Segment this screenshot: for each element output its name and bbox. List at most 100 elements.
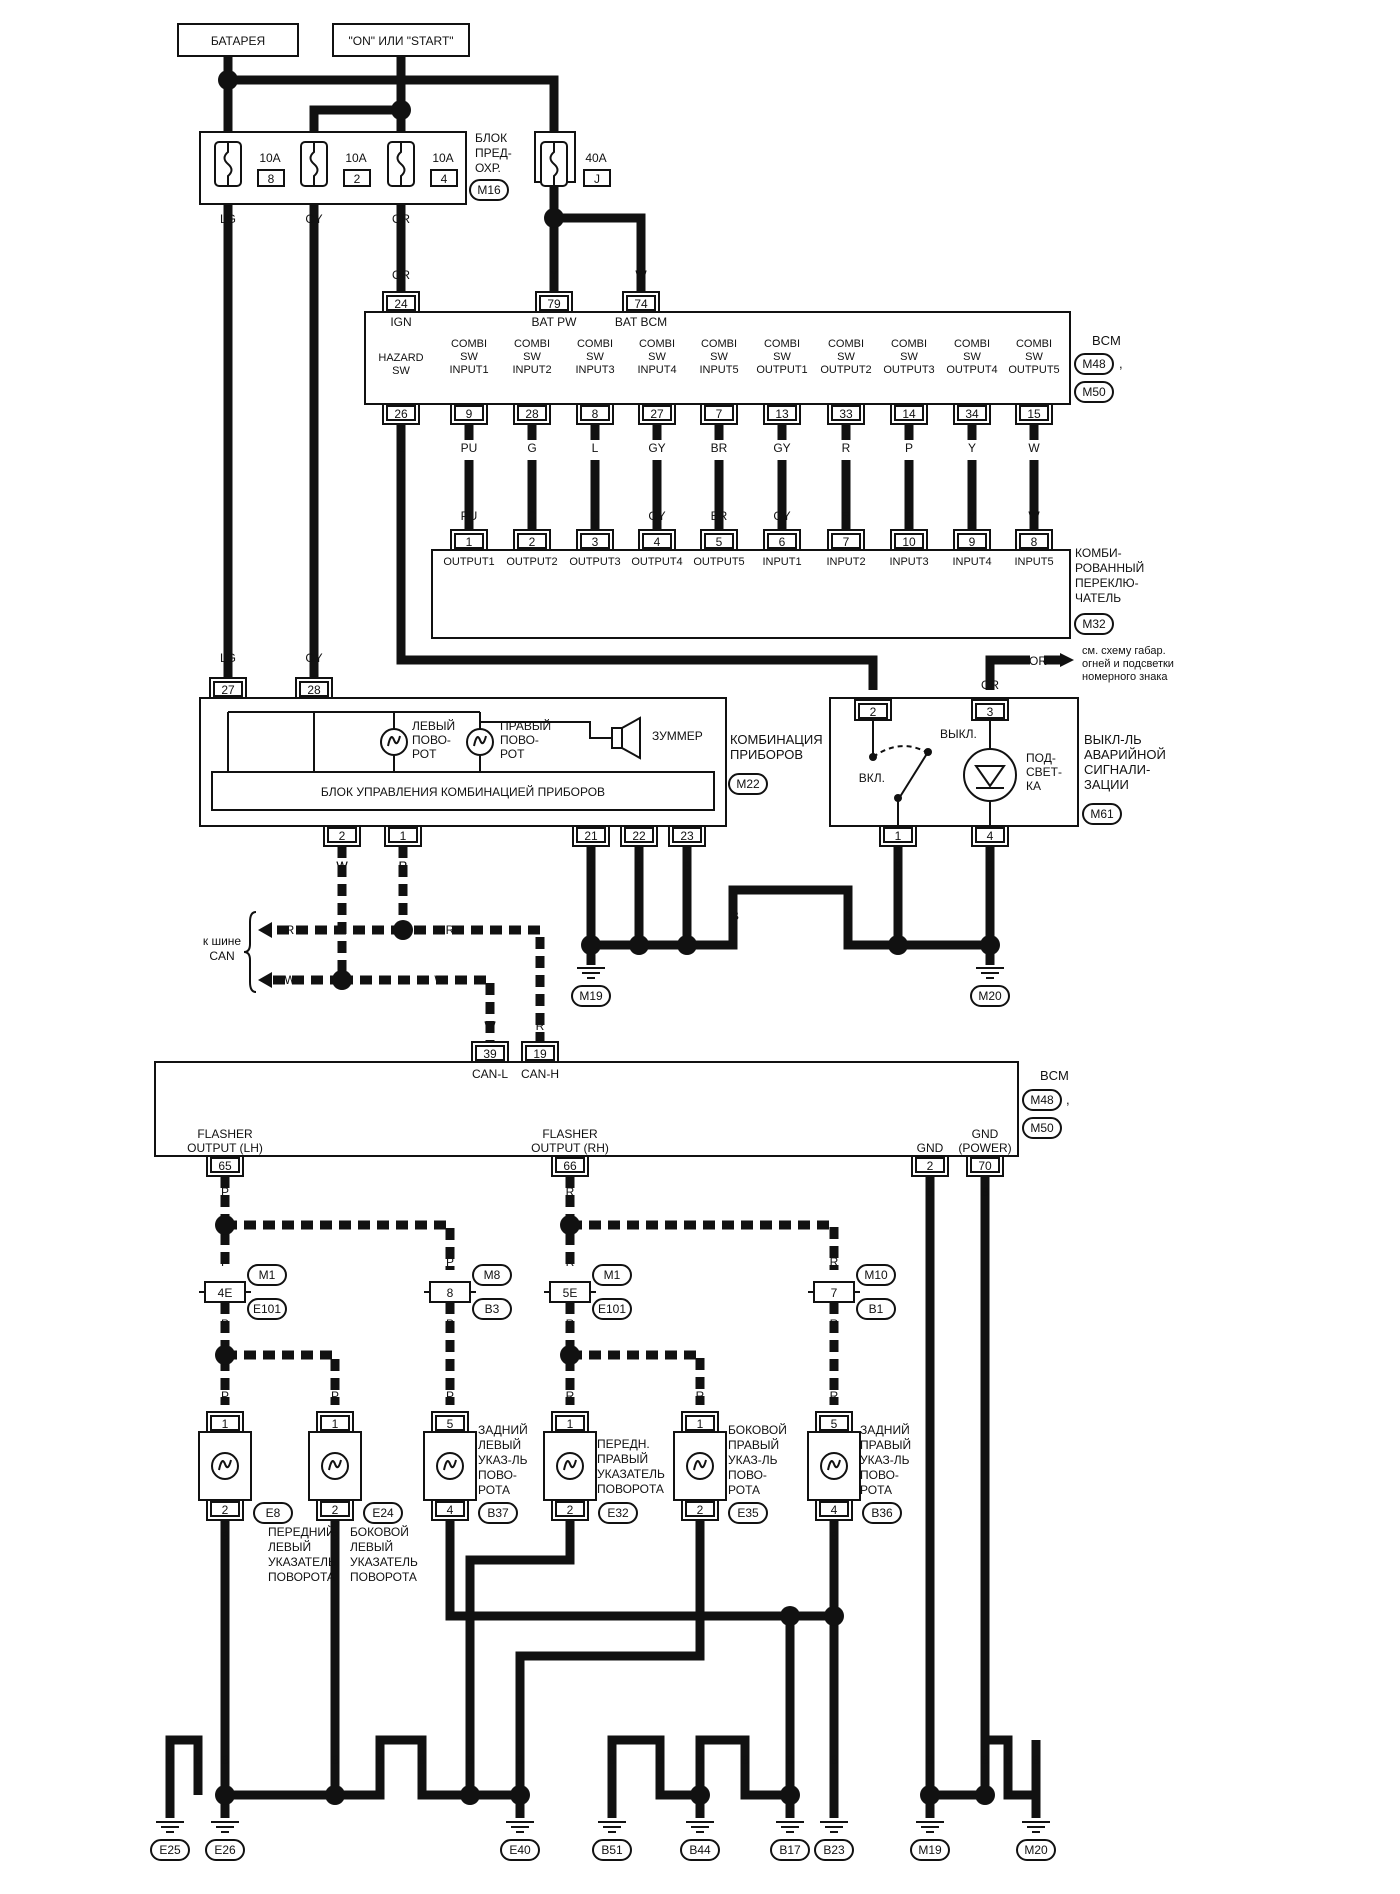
bcm-pin-wire-color: L (592, 441, 599, 455)
left-indicator-label: РОТ (412, 747, 437, 761)
pin-inner (555, 1415, 585, 1431)
pin-inner (642, 405, 672, 421)
combi-switch-pin-number: 4 (654, 535, 661, 549)
cluster-bottom-wire-color: B (587, 859, 595, 873)
lamp-connector (363, 1502, 403, 1524)
pin-inner (539, 295, 569, 311)
wire (980, 1735, 1036, 1800)
ground-b23 (814, 1839, 854, 1861)
combi-switch-pin-label: OUTPUT5 (693, 556, 744, 568)
bcm-out-label: FLASHER (542, 1127, 598, 1141)
bcm-signal-pin-number: 26 (394, 407, 408, 421)
right-indicator-label: РОТ (500, 747, 525, 761)
fuse-wire-color: OR (392, 212, 410, 226)
bcm-pin-wire-color: P (905, 441, 913, 455)
bcm-pin-wire-color: GY (773, 441, 790, 455)
cluster-unit-box (211, 771, 715, 811)
lamp-wire-color: P (221, 1389, 229, 1403)
combi-wire-color: P (905, 509, 913, 523)
wire (225, 1350, 340, 1405)
wire (570, 1350, 705, 1405)
pin-inner (210, 1157, 240, 1173)
combi-switch-pin-number: 10 (902, 535, 916, 549)
combi-switch-pin-label: OUTPUT4 (631, 556, 682, 568)
wire (695, 1735, 790, 1800)
battery-junction (218, 70, 238, 90)
hazard-bottom-wire-color: B (894, 859, 902, 873)
led-icon (963, 748, 1017, 802)
can-wire-r: R (536, 1019, 545, 1033)
ground-b51-text: B51 (601, 1843, 623, 1857)
combi-switch-connector-text: M32 (1082, 617, 1106, 631)
combi-switch-pin-label: INPUT2 (826, 556, 865, 568)
lamp-pin-number: 4 (447, 1503, 454, 1517)
hazard-title: СИГНАЛИ- (1084, 762, 1150, 777)
bcm-out-pin-number: 70 (978, 1159, 992, 1173)
fuse-wire-color: LG (220, 212, 236, 226)
fuse-number: 2 (354, 172, 361, 186)
bcm-pin-label: COMBI (577, 338, 613, 350)
joint-bottom-tag (472, 1298, 512, 1320)
can-brace (243, 911, 257, 993)
right-indicator-label: ПОВО- (500, 733, 539, 747)
bcm-pin-label: SW (900, 351, 918, 363)
combi-switch-pin-number: 1 (466, 535, 473, 549)
lamp-e8-label: ПОВОРОТА (268, 1570, 335, 1584)
hazard-title: ВЫКЛ-ЛЬ (1084, 732, 1142, 747)
cluster-unit-label: БЛОК УПРАВЛЕНИЯ КОМБИНАЦИЕЙ ПРИБОРОВ (321, 784, 605, 799)
can-label: CAN (209, 949, 234, 963)
ground-m20-text: M20 (978, 989, 1002, 1003)
pin-inner (517, 533, 547, 549)
can-h-junction (393, 920, 413, 940)
wire (165, 1735, 203, 1795)
ground-wire-b: B (656, 1753, 664, 1767)
bcm-pin-label: OUTPUT2 (820, 364, 871, 376)
backlight-label: КА (1026, 779, 1041, 793)
b-junction (780, 1606, 800, 1626)
ground-wire-b: B (1004, 1753, 1012, 1767)
pin-inner (704, 533, 734, 549)
bcm-signal-pin-number: 15 (1027, 407, 1041, 421)
joint-pin: 5E (563, 1286, 578, 1300)
bcm-power-pin-number: 24 (394, 297, 408, 311)
fuse-block-connector (469, 179, 509, 201)
bcm-signal-pin-number: 9 (466, 407, 473, 421)
cluster-bottom-pin-number: 1 (400, 829, 407, 843)
ground-junction (581, 935, 601, 955)
bcm-out-wire-color: R (566, 1185, 575, 1199)
bcm-pin-label: COMBI (891, 338, 927, 350)
pin-inner (685, 1501, 715, 1517)
combi-switch-title: КОМБИ- (1075, 546, 1122, 560)
switch-contact (924, 748, 932, 756)
lamp-e8-label: ПЕРЕДНИЙ (268, 1524, 335, 1539)
ground-b44 (680, 1839, 720, 1861)
pin-inner (435, 1501, 465, 1517)
pin-inner (624, 827, 654, 843)
bcm-pin-label: COMBI (514, 338, 550, 350)
hazard-pin-number: 1 (895, 829, 902, 843)
ground-e25-text: E25 (159, 1843, 181, 1857)
joint-bottom-tag (856, 1298, 896, 1320)
bcm-signal-pin-number: 8 (592, 407, 599, 421)
bcm-pin-label: HAZARD (378, 352, 423, 364)
bcm-out-label: OUTPUT (RH) (531, 1141, 609, 1155)
lamp-b37-label: ПОВО- (478, 1468, 517, 1482)
combi-switch-pin-number: 5 (716, 535, 723, 549)
bcm-pin-wire-color: R (842, 441, 851, 455)
can-l-junction (332, 970, 352, 990)
pin-inner (454, 405, 484, 421)
note-wire-color: OR (1029, 654, 1047, 668)
combi-switch-pin-label: OUTPUT1 (443, 556, 494, 568)
lamp-e32-label: ПОВОРОТА (597, 1482, 664, 1496)
joint-bottom-tag (592, 1298, 632, 1320)
bcm-pin-label: SW (837, 351, 855, 363)
joint-wire-color: P (221, 1255, 229, 1269)
pin-inner (957, 533, 987, 549)
ground-bus-junction (780, 1785, 800, 1805)
bcm-top-connector-m48 (1074, 353, 1114, 375)
fuse-number-box (430, 169, 458, 187)
lamp-e35-label: ПРАВЫЙ (728, 1437, 779, 1452)
fuse-number-box (257, 169, 285, 187)
fuse-number: J (594, 172, 600, 186)
bat-junction (544, 208, 564, 228)
